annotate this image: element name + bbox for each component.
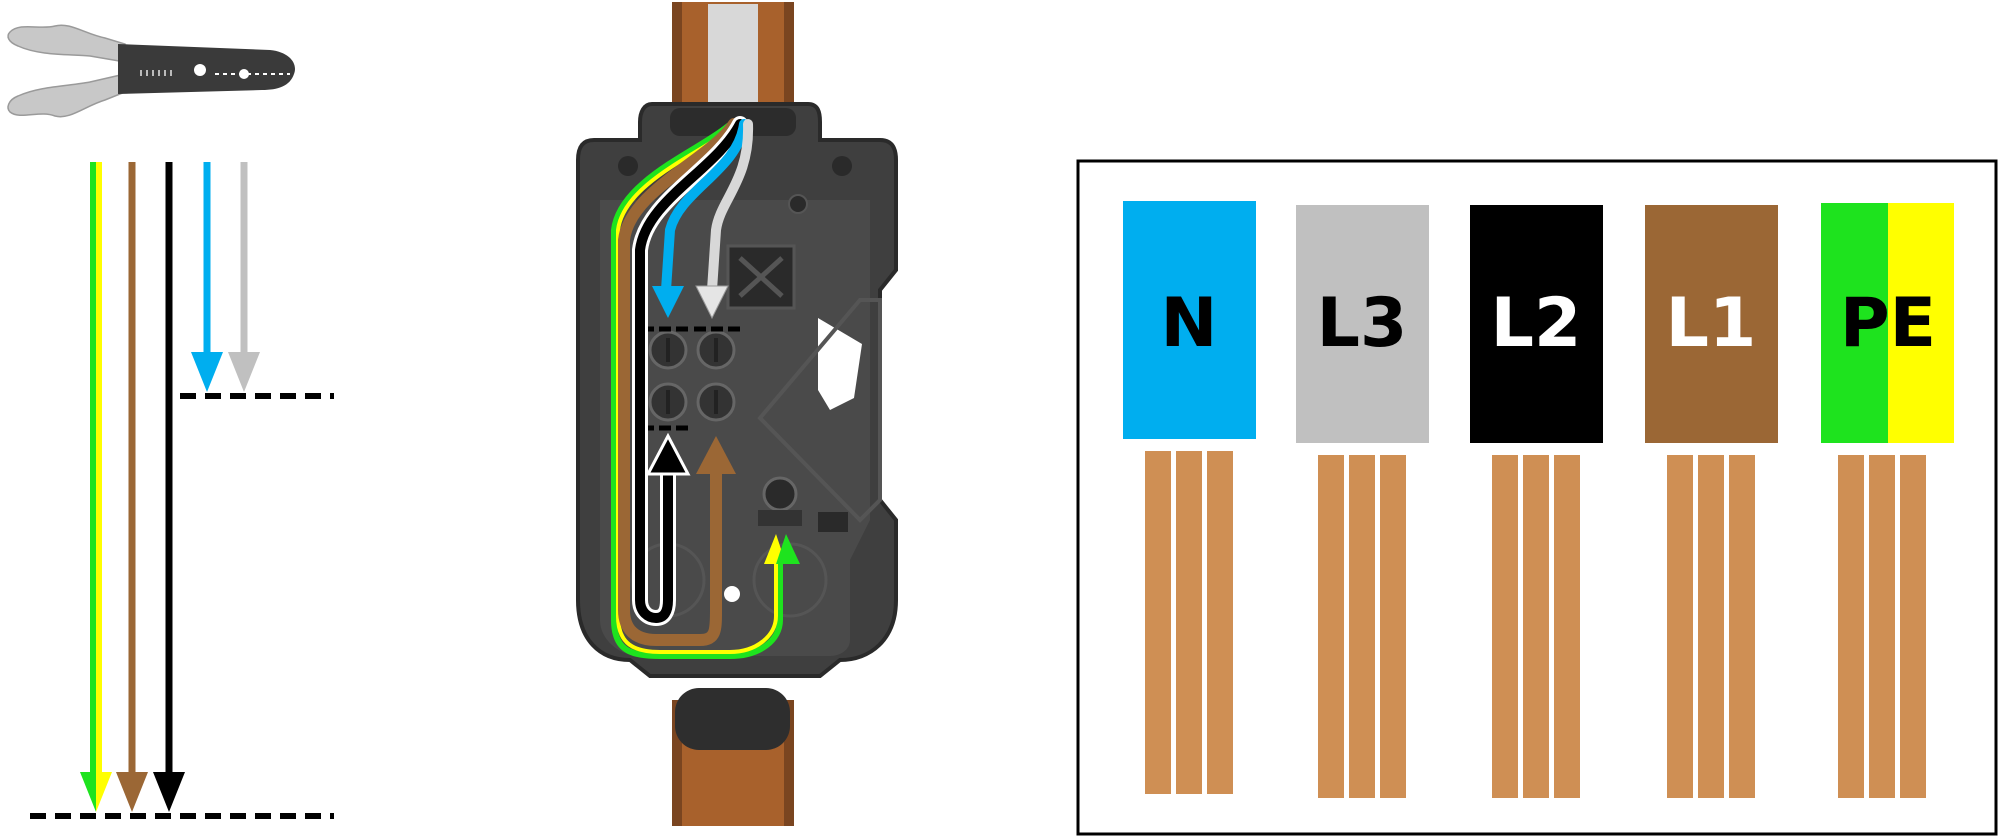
- wallbox-housing-icon: [576, 2, 898, 826]
- legend-label-pe: PE: [1840, 284, 1936, 363]
- copper-strands-n: [1145, 451, 1233, 794]
- legend-item-pe: PE: [1821, 203, 1954, 798]
- wire-stripper-icon: [7, 24, 295, 118]
- copper-strands-l1: [1667, 455, 1755, 798]
- legend-item-l1: L1: [1645, 205, 1778, 798]
- legend-item-l3: L3: [1296, 205, 1429, 798]
- legend-label-n: N: [1161, 284, 1218, 363]
- copper-strands-pe: [1838, 455, 1926, 798]
- legend-label-l2: L2: [1491, 284, 1582, 363]
- copper-strands-l3: [1318, 455, 1406, 798]
- strip-length-arrows: [30, 162, 334, 819]
- legend-item-l2: L2: [1470, 205, 1603, 798]
- l1-strip-arrow: [116, 162, 148, 812]
- terminal-legend: N L3 L2 L1: [1076, 159, 1998, 836]
- legend-label-l3: L3: [1317, 284, 1408, 363]
- legend-item-n: N: [1123, 201, 1256, 794]
- n-strip-arrow: [191, 162, 223, 392]
- l3-strip-arrow: [228, 162, 260, 392]
- l2-strip-arrow: [153, 162, 185, 812]
- pe-strip-arrow: [80, 162, 112, 812]
- copper-strands-l2: [1492, 455, 1580, 798]
- legend-label-l1: L1: [1666, 284, 1757, 363]
